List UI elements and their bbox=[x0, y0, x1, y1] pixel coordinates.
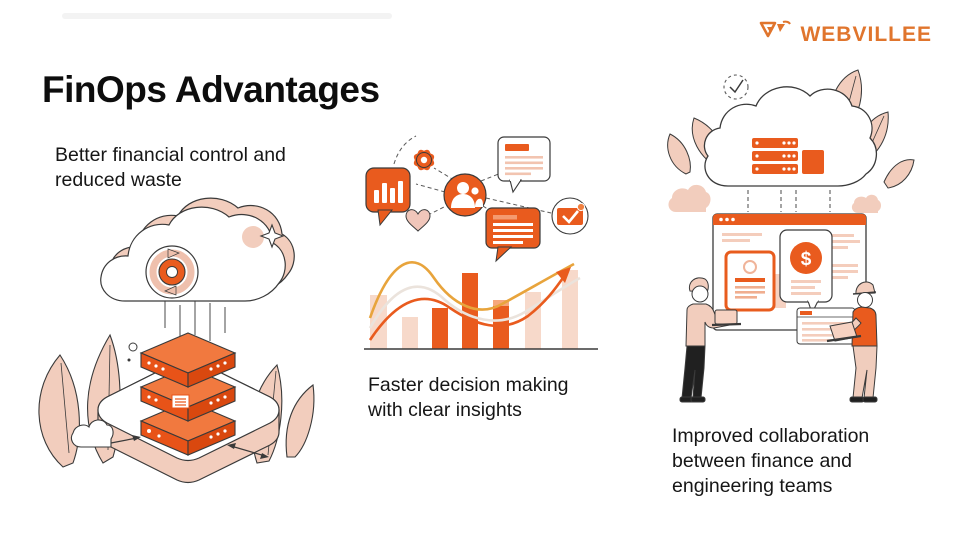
top-edge-artifact bbox=[62, 13, 392, 19]
page-title: FinOps Advantages bbox=[42, 68, 380, 110]
caption-decision-making: Faster decision making with clear insigh… bbox=[368, 374, 569, 421]
illustration-decision-making bbox=[364, 135, 598, 350]
person-with-laptop-icon bbox=[679, 277, 742, 403]
mini-cloud-icon bbox=[668, 184, 881, 213]
coin-sync-icon bbox=[145, 245, 199, 299]
gear-icon bbox=[413, 149, 435, 171]
dollar-bubble-icon: $ bbox=[779, 229, 833, 315]
caption-collaboration: Improved collaboration between finance a… bbox=[672, 425, 870, 497]
message-bubble-icon bbox=[485, 207, 541, 263]
document-icon bbox=[724, 250, 776, 312]
brand-logo-text: WEBVILLEE bbox=[800, 23, 932, 46]
mini-cloud-icon bbox=[70, 419, 141, 448]
cloud-icon bbox=[703, 86, 877, 187]
chat-bubble-icon bbox=[497, 136, 551, 194]
mail-check-icon bbox=[551, 197, 589, 235]
connector-lines bbox=[747, 190, 831, 212]
svg-text:$: $ bbox=[801, 249, 812, 270]
blob-accent bbox=[242, 226, 264, 248]
data-stream-lines bbox=[164, 295, 226, 341]
sparkle-icon bbox=[259, 223, 285, 249]
server-panel-detail bbox=[171, 394, 190, 409]
expand-arrows-icon bbox=[227, 443, 269, 459]
cloud-server-icon bbox=[752, 138, 824, 174]
server-stack-icon bbox=[139, 332, 237, 456]
team-circle-icon bbox=[443, 173, 487, 217]
bar-chart bbox=[364, 270, 598, 350]
trend-curves bbox=[368, 261, 581, 341]
brand-logo: WEBVILLEE bbox=[759, 20, 932, 50]
illustration-financial-control bbox=[38, 197, 315, 484]
dot-accent bbox=[128, 342, 138, 352]
trend-arrow-icon bbox=[556, 267, 571, 283]
caption-financial-control: Better financial control and reduced was… bbox=[55, 144, 286, 191]
dot-accent bbox=[127, 358, 131, 362]
person-with-laptop-icon bbox=[826, 281, 878, 403]
check-circle-icon bbox=[723, 74, 749, 100]
bar-chart-bubble-icon bbox=[365, 167, 411, 227]
illustration-collaboration: $ bbox=[667, 69, 915, 403]
webvillee-logo-icon bbox=[760, 20, 792, 38]
cloud-icon bbox=[100, 197, 295, 302]
heart-icon bbox=[405, 209, 431, 232]
